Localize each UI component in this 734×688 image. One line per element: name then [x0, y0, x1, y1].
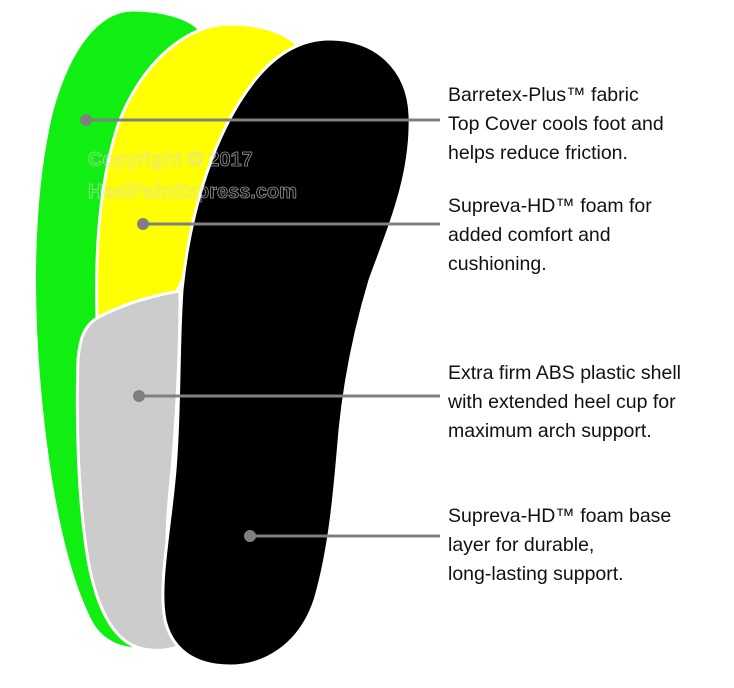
leader-base: [244, 530, 440, 542]
callout-line: Supreva-HD™ foam for: [448, 195, 652, 217]
callout-line: maximum arch support.: [448, 420, 652, 442]
callout-line: cushioning.: [448, 253, 547, 275]
callout-line: Supreva-HD™ foam base: [448, 505, 672, 527]
leader-shell: [133, 390, 440, 402]
callout-line: helps reduce friction.: [448, 142, 628, 164]
leader-top-cover: [80, 114, 440, 126]
callout-line: Top Cover cools foot and: [448, 113, 664, 135]
callout-base: Supreva-HD™ foam base layer for durable,…: [448, 502, 730, 589]
base-layer: [161, 37, 412, 668]
callout-shell: Extra firm ABS plastic shell with extend…: [448, 359, 730, 446]
leader-middle-foam: [137, 218, 440, 230]
callout-line: Extra firm ABS plastic shell: [448, 362, 681, 384]
callout-line: added comfort and: [448, 224, 611, 246]
callout-line: Barretex-Plus™ fabric: [448, 84, 639, 106]
watermark-line-2: HeelPainExpress.com: [88, 181, 297, 203]
watermark-line-1: Copyright © 2017: [88, 149, 253, 171]
callout-line: layer for durable,: [448, 534, 595, 556]
callout-line: long-lasting support.: [448, 563, 624, 585]
callout-middle-foam: Supreva-HD™ foam for added comfort and c…: [448, 192, 730, 279]
callout-top-cover: Barretex-Plus™ fabric Top Cover cools fo…: [448, 81, 730, 168]
callout-line: with extended heel cup for: [448, 391, 676, 413]
